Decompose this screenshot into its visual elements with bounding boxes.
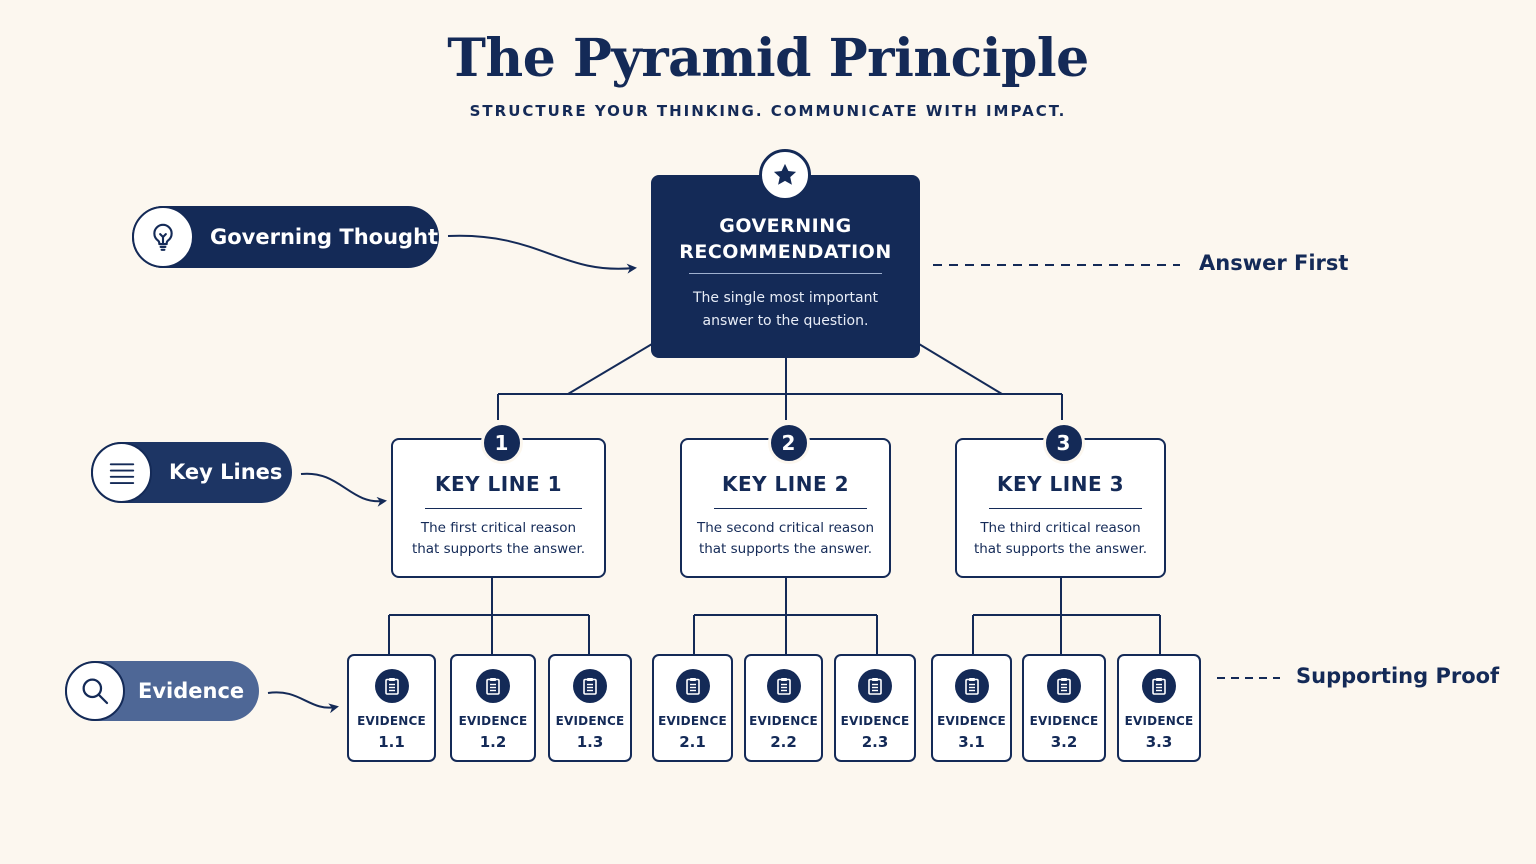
governing-recommendation-box: GOVERNING RECOMMENDATION The single most… [651, 149, 920, 358]
key-line-desc-line2: that supports the answer. [698, 541, 873, 557]
clipboard-icon [766, 669, 801, 703]
evidence-box-3-1: EVIDENCE 3.1 [931, 654, 1012, 762]
evidence-number: 3.1 [958, 733, 985, 751]
key-line-desc-line1: The first critical reason [420, 520, 577, 536]
page-title: The Pyramid Principle [447, 28, 1089, 89]
evidence-number: 2.3 [861, 733, 889, 751]
evidence-pill-label: Evidence [138, 679, 245, 703]
answer-first-label: Answer First [1199, 251, 1349, 275]
key-line-title: KEY LINE 3 [996, 472, 1125, 496]
evidence-box-2-2: EVIDENCE 2.2 [744, 654, 823, 762]
evidence-label: EVIDENCE [937, 714, 1006, 728]
evidence-pill: Evidence [65, 661, 259, 721]
evidence-label: EVIDENCE [840, 714, 910, 728]
key-lines-pill: Key Lines [91, 442, 292, 503]
key-line-desc-line2: that supports the answer. [973, 541, 1148, 557]
page-subtitle: STRUCTURE YOUR THINKING. COMMUNICATE WIT… [469, 102, 1067, 120]
key-line-description: The third critical reason that supports … [957, 518, 1164, 560]
key-line-desc-line2: that supports the answer. [411, 541, 586, 557]
evidence-label: EVIDENCE [658, 714, 727, 728]
divider [989, 508, 1142, 509]
governing-desc-line1: The single most important [693, 290, 878, 306]
evidence-number: 1.3 [576, 733, 604, 751]
supporting-proof-label: Supporting Proof [1296, 664, 1500, 688]
divider [714, 508, 867, 509]
key-lines-label: Key Lines [169, 460, 283, 484]
evidence-box-3-3: EVIDENCE 3.3 [1117, 654, 1201, 762]
evidence-number: 3.3 [1145, 733, 1173, 751]
evidence-label: EVIDENCE [458, 714, 528, 728]
magnifier-icon [65, 661, 125, 721]
divider [689, 273, 882, 274]
key-line-desc-line1: The second critical reason [696, 520, 875, 536]
evidence-number: 3.2 [1050, 733, 1078, 751]
governing-heading-line1: GOVERNING [719, 215, 852, 237]
governing-heading: GOVERNING RECOMMENDATION [651, 213, 920, 265]
key-line-title: KEY LINE 2 [721, 472, 850, 496]
evidence-number: 2.2 [770, 733, 797, 751]
key-line-number-badge: 2 [767, 422, 810, 464]
evidence-box-1-3: EVIDENCE 1.3 [548, 654, 632, 762]
governing-thought-label: Governing Thought [210, 225, 439, 249]
key-line-number-badge: 3 [1042, 422, 1085, 464]
evidence-number: 1.1 [378, 733, 405, 751]
key-line-title: KEY LINE 1 [434, 472, 563, 496]
governing-thought-pill: Governing Thought [132, 206, 439, 268]
key-line-number-badge: 1 [480, 422, 523, 464]
evidence-box-1-1: EVIDENCE 1.1 [347, 654, 436, 762]
list-icon [91, 442, 152, 503]
key-line-description: The second critical reason that supports… [682, 518, 889, 560]
evidence-label: EVIDENCE [749, 714, 818, 728]
evidence-number: 1.2 [479, 733, 507, 751]
key-line-box-2: 2 KEY LINE 2 The second critical reason … [680, 422, 891, 578]
key-line-box-3: 3 KEY LINE 3 The third critical reason t… [955, 422, 1166, 578]
clipboard-icon [675, 669, 710, 703]
clipboard-icon [858, 669, 892, 703]
evidence-box-2-1: EVIDENCE 2.1 [652, 654, 733, 762]
evidence-label: EVIDENCE [1029, 714, 1099, 728]
evidence-number: 2.1 [679, 733, 706, 751]
clipboard-icon [476, 669, 510, 703]
evidence-label: EVIDENCE [1124, 714, 1194, 728]
clipboard-icon [1047, 669, 1081, 703]
evidence-box-3-2: EVIDENCE 3.2 [1022, 654, 1106, 762]
key-line-box-1: 1 KEY LINE 1 The first critical reason t… [391, 422, 606, 578]
divider [425, 508, 582, 509]
clipboard-icon [374, 669, 409, 703]
evidence-label: EVIDENCE [357, 714, 426, 728]
evidence-box-1-2: EVIDENCE 1.2 [450, 654, 536, 762]
star-icon [759, 149, 811, 201]
governing-description: The single most important answer to the … [651, 287, 920, 333]
clipboard-icon [954, 669, 989, 703]
clipboard-icon [1142, 669, 1176, 703]
evidence-box-2-3: EVIDENCE 2.3 [834, 654, 916, 762]
evidence-label: EVIDENCE [555, 714, 625, 728]
clipboard-icon [573, 669, 607, 703]
governing-heading-line2: RECOMMENDATION [679, 241, 892, 263]
key-line-desc-line1: The third critical reason [980, 520, 1141, 536]
governing-desc-line2: answer to the question. [702, 313, 869, 329]
lightbulb-icon [132, 206, 194, 268]
key-line-description: The first critical reason that supports … [393, 518, 604, 560]
